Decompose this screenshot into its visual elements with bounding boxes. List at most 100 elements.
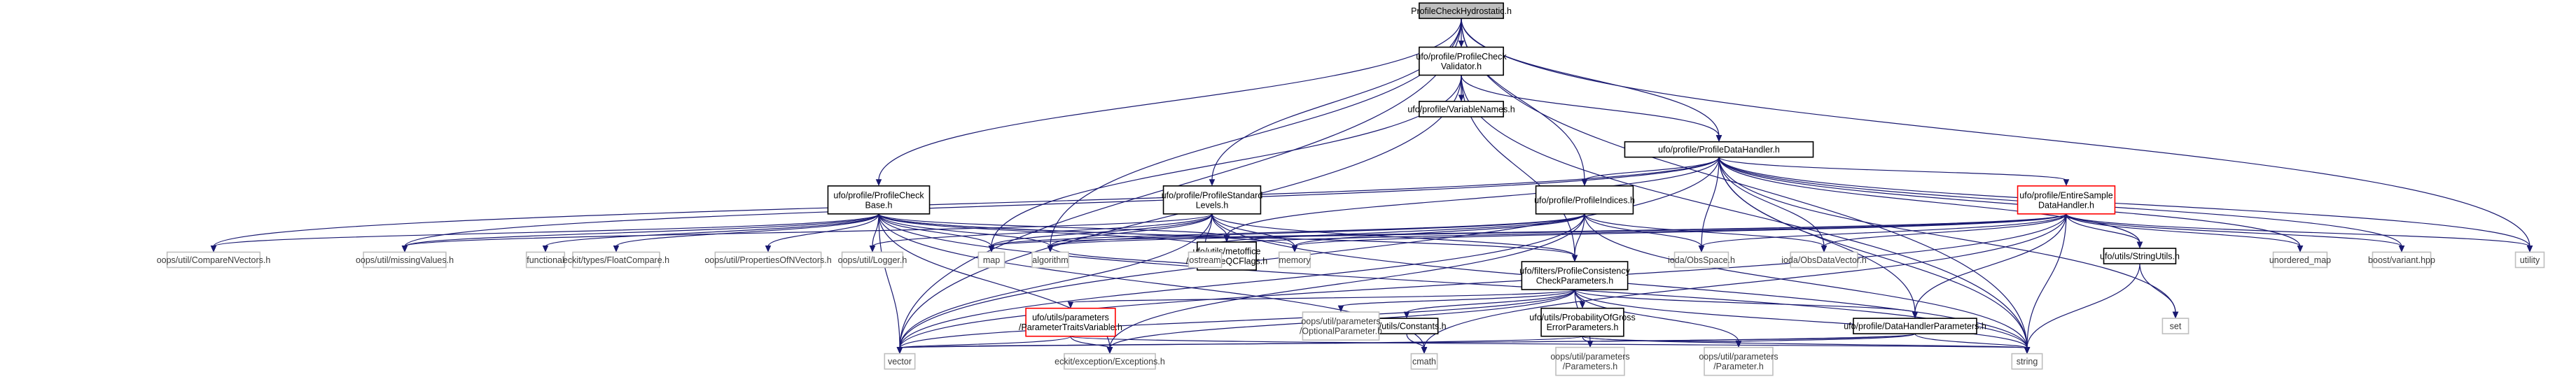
node-label: cmath xyxy=(1412,357,1436,367)
node-box xyxy=(2103,248,2177,264)
node-box xyxy=(1673,251,1729,269)
node-indices[interactable]: ufo/profile/ProfileIndices.h xyxy=(1534,185,1635,215)
node-map: map xyxy=(977,251,1005,269)
node-root[interactable]: ProfileCheckHydrostatic.h xyxy=(1411,2,1512,20)
node-label: /Parameter.h xyxy=(1713,362,1764,371)
node-box xyxy=(884,353,916,370)
edge-stringutils-to-set xyxy=(2139,264,2179,319)
node-box xyxy=(1025,307,1116,337)
node-parameter: oops/util/parameters/Parameter.h xyxy=(1699,346,1778,376)
node-label: ufo/profile/ProfileIndices.h xyxy=(1534,195,1635,205)
node-label: ufo/utils/Constants.h xyxy=(1367,322,1446,332)
node-label: eckit/types/FloatCompare.h xyxy=(563,255,669,265)
node-box xyxy=(1555,346,1625,376)
node-missing: oops/util/missingValues.h xyxy=(356,251,454,269)
node-label: memory xyxy=(1279,255,1311,265)
node-varnames[interactable]: ufo/profile/VariableNames.h xyxy=(1407,101,1515,118)
node-datahandler[interactable]: ufo/profile/ProfileDataHandler.h xyxy=(1624,141,1814,158)
edge-checkbase-to-functional xyxy=(542,213,879,253)
edge-root-to-algorithm xyxy=(1047,18,1462,253)
node-memory: memory xyxy=(1278,251,1311,269)
node-obsspace: ioda/ObsSpace.h xyxy=(1668,251,1735,269)
node-box xyxy=(1704,346,1774,376)
node-parameters: oops/util/parameters/Parameters.h xyxy=(1550,346,1630,376)
node-box xyxy=(1410,353,1438,370)
node-box xyxy=(2272,251,2328,269)
edge-datahandler-to-comparen xyxy=(210,157,1720,253)
node-utility: utility xyxy=(2514,251,2545,269)
node-propsof: oops/util/PropertiesOfNVectors.h xyxy=(704,251,832,269)
edge-consistency-to-optional xyxy=(1337,289,1575,313)
node-label: oops/util/Logger.h xyxy=(838,255,907,265)
node-vector: vector xyxy=(884,353,916,370)
edge-datahandler-to-obsspace xyxy=(1698,157,1720,253)
node-label: ProfileCheckHydrostatic.h xyxy=(1411,6,1512,16)
edge-consistency-to-paramtraits xyxy=(1067,289,1575,308)
node-label: Levels.h xyxy=(1196,200,1229,210)
node-box xyxy=(1540,307,1624,337)
edge-entire-to-obsdatavector xyxy=(1820,213,2067,253)
node-box xyxy=(1419,101,1504,118)
node-box xyxy=(572,251,660,269)
node-label: map xyxy=(983,255,1000,265)
node-box xyxy=(2011,353,2043,370)
node-dhparams[interactable]: ufo/profile/DataHandlerParameters.h xyxy=(1844,318,1986,334)
node-box xyxy=(827,185,931,215)
node-box xyxy=(1064,353,1156,370)
node-paramtraits[interactable]: ufo/utils/parameters/ParameterTraitsVari… xyxy=(1019,307,1122,337)
node-label: ufo/profile/ProfileDataHandler.h xyxy=(1658,145,1780,155)
node-box xyxy=(1624,141,1814,158)
node-box xyxy=(1188,251,1223,269)
edge-entire-to-string xyxy=(2024,213,2067,354)
edge-consistency-to-dhparams xyxy=(1574,289,1919,319)
edge-root-to-utility xyxy=(1461,18,2533,253)
node-consistency[interactable]: ufo/filters/ProfileConsistencyCheckParam… xyxy=(1519,261,1631,290)
node-label: ioda/ObsDataVector.h xyxy=(1781,255,1867,265)
node-probgross[interactable]: ufo/utils/ProbabilityOfGrossErrorParamet… xyxy=(1529,307,1636,337)
edge-stdlevels-to-algorithm xyxy=(1047,213,1213,253)
node-label: oops/util/parameters xyxy=(1301,317,1380,327)
node-constants[interactable]: ufo/utils/Constants.h xyxy=(1367,318,1447,334)
node-box xyxy=(1853,318,1977,334)
node-label: set xyxy=(2170,322,2182,332)
edge-probgross-to-vector xyxy=(896,336,1583,354)
node-label: boost/variant.hpp xyxy=(2368,255,2435,265)
node-obsdatavector: ioda/ObsDataVector.h xyxy=(1781,251,1867,269)
edge-paramtraits-to-exceptions xyxy=(1070,336,1113,354)
node-algorithm: algorithm xyxy=(1031,251,1069,269)
node-label: oops/util/CompareNVectors.h xyxy=(157,255,271,265)
edge-root-to-datahandler xyxy=(1461,18,1722,142)
node-label: CheckParameters.h xyxy=(1536,276,1614,286)
node-box xyxy=(841,251,904,269)
edge-paramtraits-to-vector xyxy=(896,336,1071,354)
node-label: unordered_map xyxy=(2269,255,2331,265)
node-ostream: ostream xyxy=(1188,251,1223,269)
edge-validator-to-datahandler xyxy=(1461,75,1722,142)
node-box xyxy=(1419,46,1504,76)
node-label: ostream xyxy=(1189,255,1220,265)
node-label: ufo/profile/ProfileStandard xyxy=(1162,190,1263,200)
node-label: string xyxy=(2017,357,2038,367)
edge-datahandler-to-missing xyxy=(401,157,1720,253)
node-stringutils[interactable]: ufo/utils/StringUtils.h xyxy=(2100,248,2180,264)
edge-entire-to-variant xyxy=(2066,213,2405,253)
node-label: oops/util/missingValues.h xyxy=(356,255,454,265)
node-label: /Parameters.h xyxy=(1563,362,1618,371)
node-box xyxy=(1031,251,1069,269)
node-box xyxy=(2514,251,2545,269)
edge-root-to-checkbase xyxy=(875,18,1462,187)
node-box xyxy=(977,251,1005,269)
node-set: set xyxy=(2161,318,2189,334)
node-box xyxy=(525,251,566,269)
edge-datahandler-to-unordered xyxy=(1718,157,2304,253)
edge-checkbase-to-floatcmp xyxy=(613,213,879,253)
node-box xyxy=(1419,2,1504,20)
node-label: vector xyxy=(888,357,912,367)
node-label: /ParameterTraitsVariable.h xyxy=(1019,322,1122,332)
node-label: oops/util/parameters xyxy=(1699,352,1778,362)
